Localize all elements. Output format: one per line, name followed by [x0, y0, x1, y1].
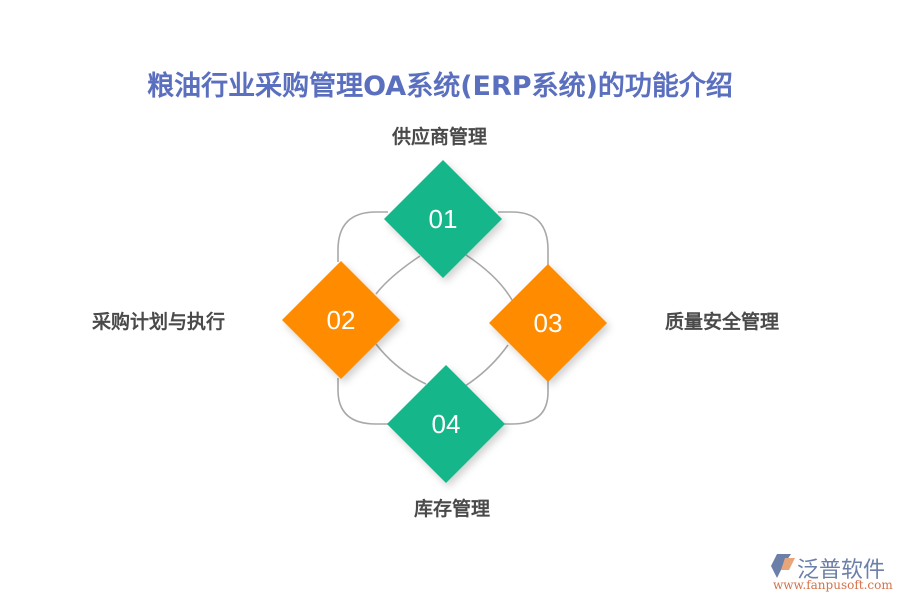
label-inventory-management: 库存管理	[414, 498, 491, 520]
inner-arc-bottom-right	[464, 344, 509, 387]
outer-loop-bottom-left	[337, 378, 392, 425]
logo-name: 泛普软件	[797, 558, 886, 583]
label-supplier-management: 供应商管理	[392, 126, 488, 148]
outer-loop-bottom-right	[500, 380, 549, 425]
logo-url: www.fanpusoft.com	[773, 578, 893, 592]
inner-arc-top-right	[465, 254, 513, 301]
item-number-01: 01	[428, 204, 458, 234]
outer-loop-top-right	[498, 211, 549, 266]
diamond-04	[387, 365, 505, 483]
inner-arc-bottom-left	[375, 343, 427, 385]
diamond-01	[384, 160, 502, 278]
label-procurement-plan: 采购计划与执行	[92, 311, 226, 333]
label-quality-safety: 质量安全管理	[665, 311, 780, 333]
diamond-03	[489, 264, 607, 382]
logo-icon	[771, 554, 795, 578]
item-number-04: 04	[431, 409, 461, 439]
outer-loop-top-left	[337, 211, 388, 262]
connector-lines	[337, 211, 549, 425]
item-number-02: 02	[326, 305, 356, 335]
diamond-02	[282, 261, 400, 379]
inner-arc-top-left	[375, 255, 421, 295]
brand-logo: 泛普软件 www.fanpusoft.com	[765, 550, 895, 595]
page-title: 粮油行业采购管理OA系统(ERP系统)的功能介绍	[147, 71, 733, 102]
item-number-03: 03	[533, 308, 563, 338]
